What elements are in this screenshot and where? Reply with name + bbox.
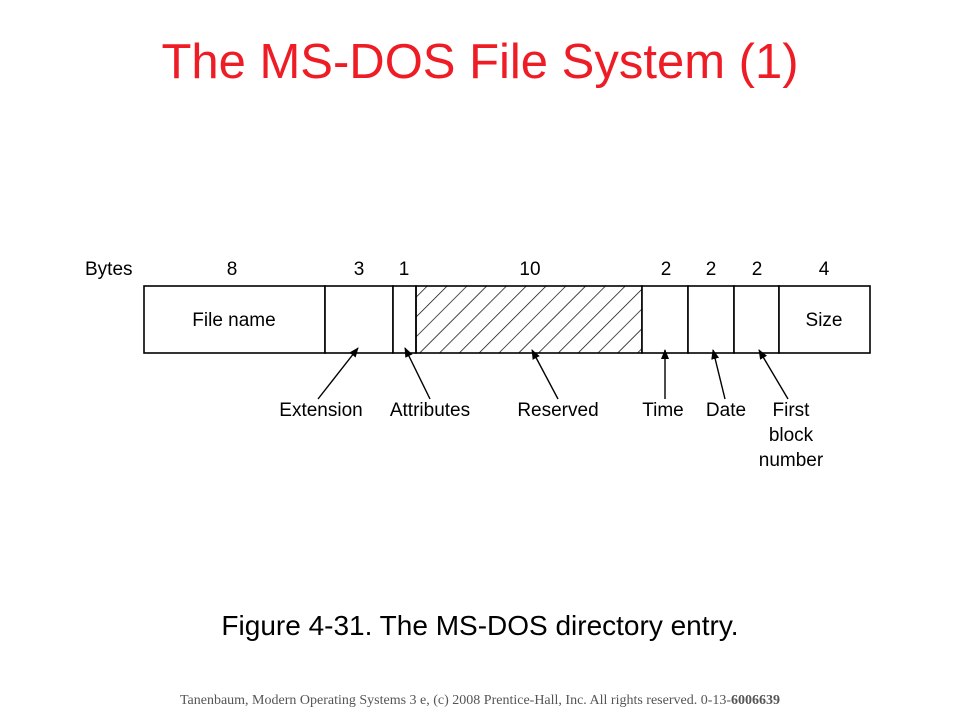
footer-isbn-tail: 6006639 [731,693,781,708]
callout-first-block-line-2: block [769,425,814,446]
slide-title: The MS-DOS File System (1) [161,35,799,89]
field-reserved-box [415,285,643,354]
entry-boxes [143,285,871,354]
field-attributes-box [392,285,417,354]
field-first-block-box [733,285,780,354]
field-time-box [641,285,689,354]
field-label-file-name: File name [192,310,275,331]
field-bytes-file-name: 8 [227,259,238,280]
arrow-reserved [531,349,559,400]
field-bytes-date: 2 [706,259,717,280]
callout-arrows [317,347,789,400]
field-label-size: Size [806,310,843,331]
arrow-attributes [404,347,431,400]
field-date-box [687,285,735,354]
callout-reserved: Reserved [517,400,598,421]
copyright-footer: Tanenbaum, Modern Operating Systems 3 e,… [0,692,960,710]
field-bytes-first-block: 2 [752,259,763,280]
field-bytes-time: 2 [661,259,672,280]
arrow-extension [317,347,359,400]
bytes-label: Bytes [85,259,133,280]
callout-time: Time [642,400,684,421]
callout-first-block-line-3: number [759,450,824,471]
field-bytes-attributes: 1 [399,259,410,280]
arrow-first-block [758,349,789,400]
field-file-name-box [143,285,326,354]
callout-date: Date [706,400,746,421]
field-size-box [778,285,871,354]
footer-text: Tanenbaum, Modern Operating Systems 3 e,… [179,693,732,708]
arrow-date [711,349,726,400]
field-extension-box [324,285,394,354]
callout-extension: Extension [279,400,362,421]
field-bytes-size: 4 [819,259,830,280]
field-bytes-reserved: 10 [519,259,540,280]
figure-caption: Figure 4-31. The MS-DOS directory entry. [221,610,739,641]
callout-first-block-line-1: First [773,400,811,421]
callout-attributes: Attributes [390,400,470,421]
field-bytes-extension: 3 [354,259,365,280]
